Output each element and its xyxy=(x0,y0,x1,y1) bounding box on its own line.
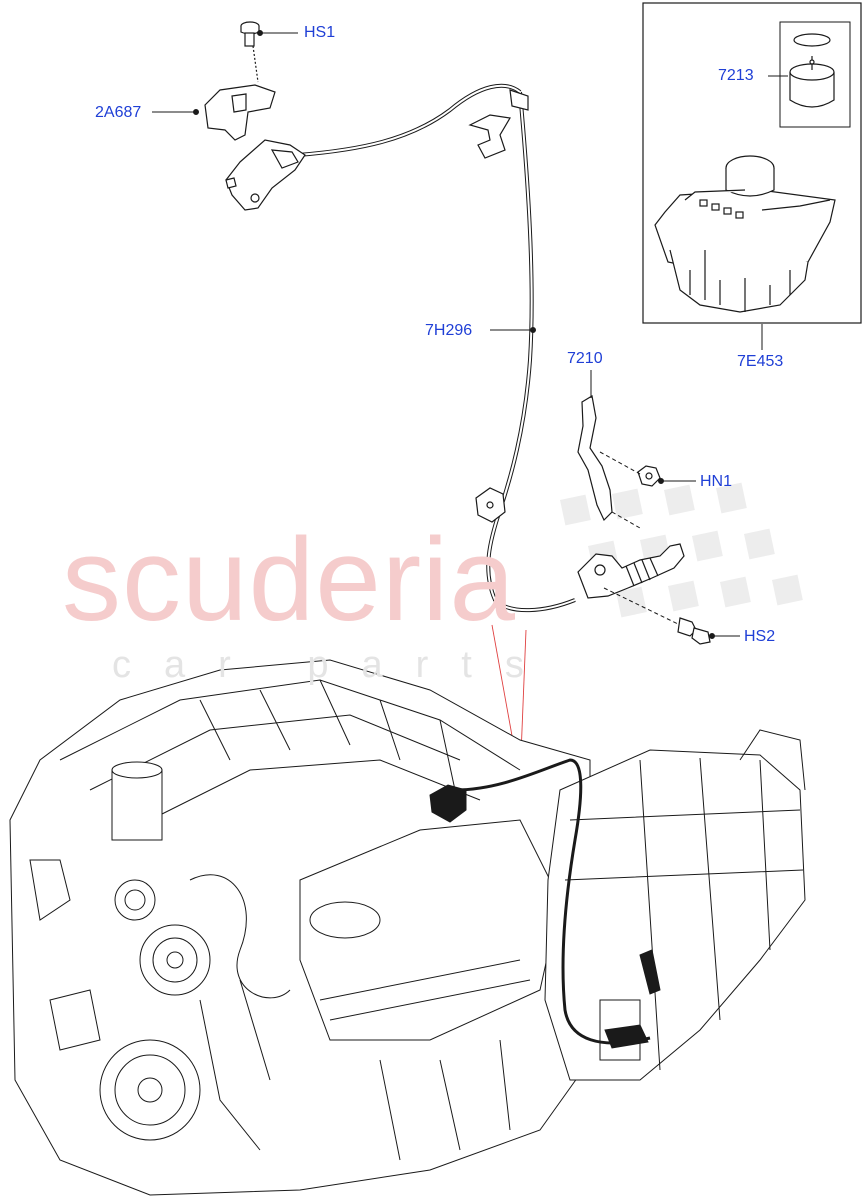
watermark-subtitle: car parts xyxy=(112,644,557,686)
shifter-module-7e453 xyxy=(654,155,836,313)
lever-7210 xyxy=(577,395,613,522)
bolt-hs2 xyxy=(677,617,711,645)
callout-7e453[interactable]: 7E453 xyxy=(737,353,784,370)
callout-hs2[interactable]: HS2 xyxy=(744,628,776,645)
callout-7h296[interactable]: 7H296 xyxy=(425,322,473,339)
callout-2a687[interactable]: 2A687 xyxy=(95,104,142,121)
installed-cable xyxy=(454,758,651,1045)
callout-7210[interactable]: 7210 xyxy=(567,350,603,367)
transmission xyxy=(544,729,806,1081)
inset-frame xyxy=(642,2,862,324)
leader-lines xyxy=(152,30,788,639)
knob-cap-7213 xyxy=(789,33,835,108)
installed-connector xyxy=(429,784,661,1049)
callout-hs1[interactable]: HS1 xyxy=(304,24,336,41)
cable-end-fitting xyxy=(577,543,685,599)
engine-assembly xyxy=(9,659,591,1196)
callout-hn1[interactable]: HN1 xyxy=(700,473,733,490)
shift-cable-7h296 xyxy=(297,83,576,613)
nut-hn1 xyxy=(637,465,661,487)
assembly-guides xyxy=(599,451,679,625)
callout-7213[interactable]: 7213 xyxy=(718,67,754,84)
cable-bracket xyxy=(468,89,529,159)
watermark-flag xyxy=(560,482,803,618)
screw-hs1 xyxy=(240,21,260,83)
bracket-2a687 xyxy=(204,84,306,211)
inset-frame-7213 xyxy=(779,21,851,128)
watermark-brand: scuderia xyxy=(62,514,517,646)
cable-grommet xyxy=(475,487,506,523)
